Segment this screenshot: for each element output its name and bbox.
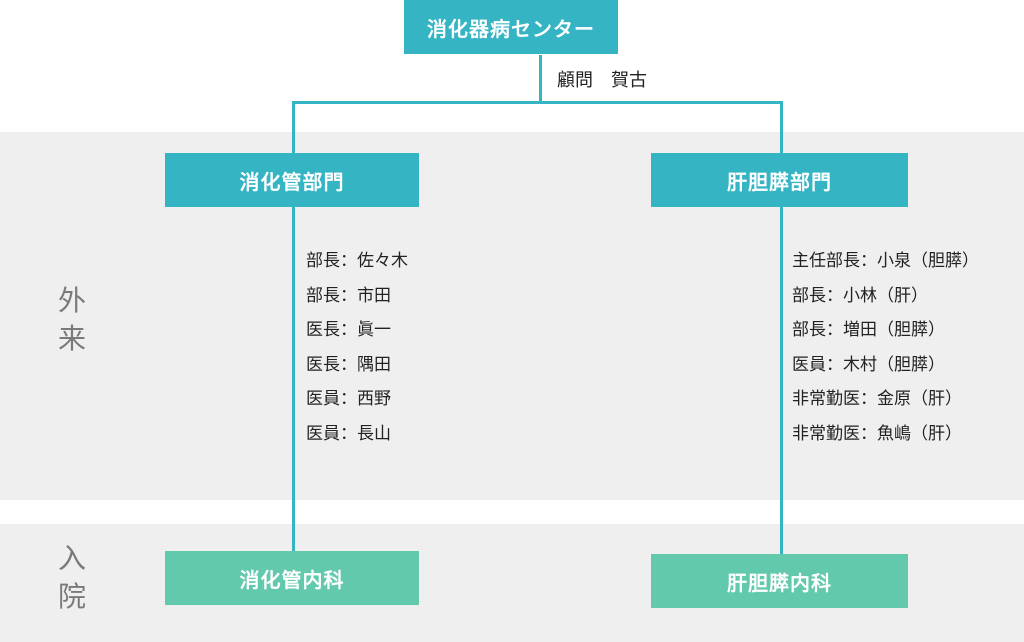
connector-top-vertical — [539, 55, 542, 103]
inpatient-label: 入 院 — [52, 540, 92, 616]
inpatient-label-char: 入 — [57, 542, 86, 575]
staff-item: 医員：西野 — [306, 389, 391, 409]
staff-item: 医員：長山 — [306, 423, 391, 444]
staff-list-hbp: 主任部長：小泉（胆膵） 部長：小林（肝） 部長：増田（胆膵） 医員：木村（胆膵）… — [792, 244, 979, 451]
center-title: 消化器病センター — [427, 16, 595, 41]
connector-right-vertical — [780, 101, 783, 556]
staff-item: 部長：佐々木 — [306, 251, 408, 271]
staff-item: 主任部長：小泉（胆膵） — [792, 251, 979, 271]
advisor-label: 顧問 賀古 — [557, 70, 647, 91]
inpatient-unit-name: 肝胆膵内科 — [727, 570, 832, 595]
inpatient-unit-name: 消化管内科 — [239, 567, 345, 592]
inpatient-unit-box-hbp: 肝胆膵内科 — [651, 554, 908, 608]
department-name: 消化管部門 — [239, 169, 345, 194]
staff-item: 部長：小林（肝） — [792, 285, 928, 306]
outpatient-label-char: 来 — [57, 322, 86, 355]
department-box-hbp: 肝胆膵部門 — [651, 153, 908, 207]
department-box-gi: 消化管部門 — [165, 153, 419, 207]
staff-item: 医長：眞一 — [306, 320, 391, 340]
center-title-box: 消化器病センター — [404, 0, 618, 54]
staff-item: 医長：隅田 — [306, 354, 391, 375]
inpatient-label-char: 院 — [57, 580, 86, 613]
staff-item: 非常勤医：金原（肝） — [792, 389, 962, 409]
staff-item: 非常勤医：魚嶋（肝） — [792, 423, 962, 444]
staff-list-gi: 部長：佐々木 部長：市田 医長：眞一 医長：隅田 医員：西野 医員：長山 — [306, 244, 408, 451]
outpatient-label-char: 外 — [57, 284, 86, 317]
department-name: 肝胆膵部門 — [727, 169, 832, 194]
connector-left-vertical — [292, 101, 295, 555]
staff-item: 部長：市田 — [306, 285, 391, 306]
outpatient-label: 外 来 — [52, 282, 92, 358]
staff-item: 医員：木村（胆膵） — [792, 354, 945, 375]
inpatient-unit-box-gi: 消化管内科 — [165, 551, 419, 605]
staff-item: 部長：増田（胆膵） — [792, 320, 945, 340]
connector-horizontal — [292, 101, 783, 104]
